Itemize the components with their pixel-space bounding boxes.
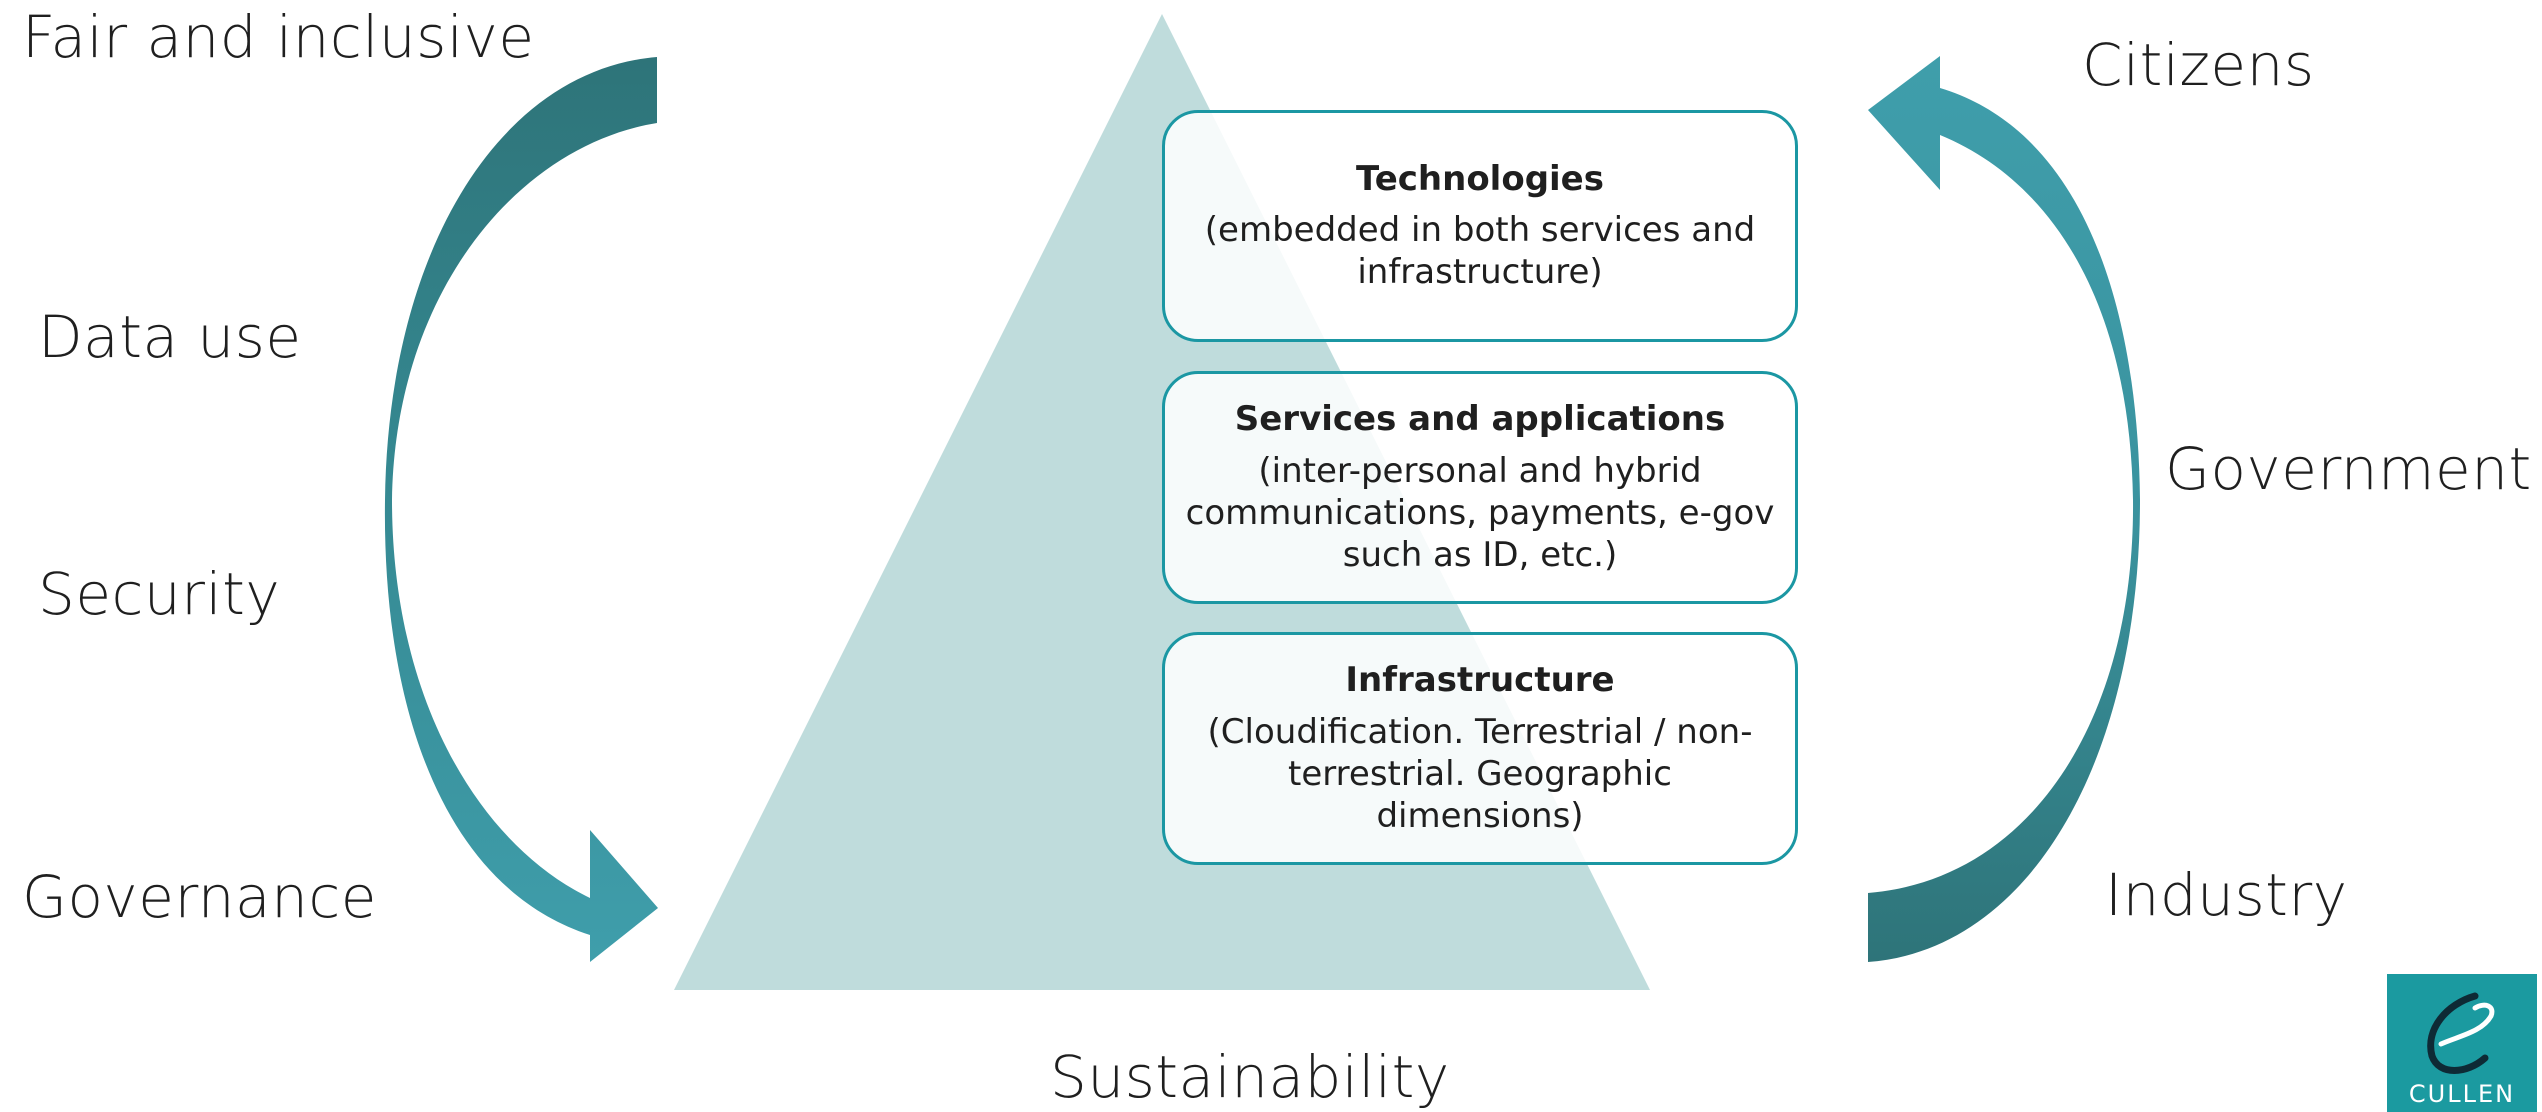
layer-title-technologies: Technologies (1356, 158, 1604, 199)
label-citizens: Citizens (2082, 31, 2315, 99)
label-governance: Governance (22, 863, 377, 931)
layer-box-technologies: Technologies (embedded in both services … (1162, 110, 1798, 342)
label-security: Security (38, 560, 281, 628)
label-government: Government (2165, 435, 2532, 503)
logo-text: CULLEN (2408, 1080, 2516, 1108)
layer-title-services: Services and applications (1234, 399, 1726, 440)
layer-title-infrastructure: Infrastructure (1345, 660, 1615, 701)
right-curved-arrow (1868, 56, 2140, 962)
label-fair-and-inclusive: Fair and inclusive (22, 3, 535, 71)
layer-description-services: (inter-personal and hybrid communication… (1185, 450, 1775, 575)
label-sustainability: Sustainability (1050, 1043, 1450, 1111)
left-curved-arrow (384, 57, 658, 962)
layer-box-infrastructure: Infrastructure (Cloudification. Terrestr… (1162, 632, 1798, 865)
label-industry: Industry (2105, 861, 2348, 929)
layer-description-infrastructure: (Cloudification. Terrestrial / non-terre… (1207, 711, 1753, 836)
layer-box-services: Services and applications (inter-persona… (1162, 371, 1798, 604)
logo-mark-icon (2427, 992, 2495, 1074)
layer-description-technologies: (embedded in both services and infrastru… (1204, 210, 1756, 293)
label-data-use: Data use (38, 303, 302, 371)
cullen-logo: CULLEN (2387, 974, 2537, 1112)
